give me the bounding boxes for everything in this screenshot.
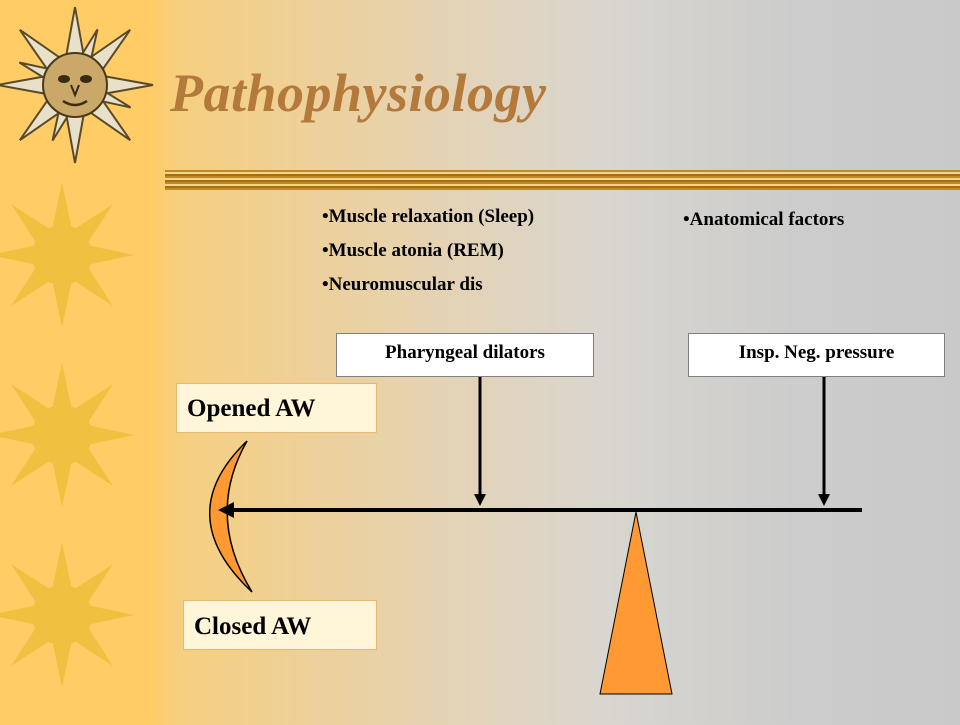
sun-icon <box>0 363 134 507</box>
closed-aw-box: Closed AW <box>183 600 377 650</box>
opened-aw-label: Opened AW <box>187 395 316 422</box>
right-bullet-list: Anatomical factors <box>683 203 845 237</box>
bullet-anatomical-factors: Anatomical factors <box>683 203 845 237</box>
left-bullet-list: Muscle relaxation (Sleep) Muscle atonia … <box>322 200 534 302</box>
fulcrum-triangle <box>599 511 673 695</box>
insp-neg-pressure-box: Insp. Neg. pressure <box>688 333 945 377</box>
sun-face-icon <box>0 6 154 164</box>
decorative-sun-strip <box>0 0 155 720</box>
arrow-down-icon <box>818 494 830 506</box>
bullet-neuromuscular: Neuromuscular dis <box>322 268 534 302</box>
insp-neg-pressure-label: Insp. Neg. pressure <box>738 342 895 363</box>
bullet-muscle-relaxation: Muscle relaxation (Sleep) <box>322 200 534 234</box>
title-divider <box>165 170 960 190</box>
airway-arc <box>209 440 253 593</box>
lever-arrowhead-icon <box>218 502 234 518</box>
closed-aw-label: Closed AW <box>194 613 312 640</box>
sun-strip-graphics <box>0 6 154 687</box>
arrow-down-icon <box>474 494 486 506</box>
bullet-muscle-atonia: Muscle atonia (REM) <box>322 234 534 268</box>
slide-title: Pathophysiology <box>170 63 547 123</box>
pharyngeal-dilators-box: Pharyngeal dilators <box>336 333 594 377</box>
opened-aw-box: Opened AW <box>176 383 377 433</box>
sun-icon <box>0 543 134 687</box>
sun-icon <box>0 183 134 327</box>
pharyngeal-dilators-label: Pharyngeal dilators <box>385 342 545 363</box>
